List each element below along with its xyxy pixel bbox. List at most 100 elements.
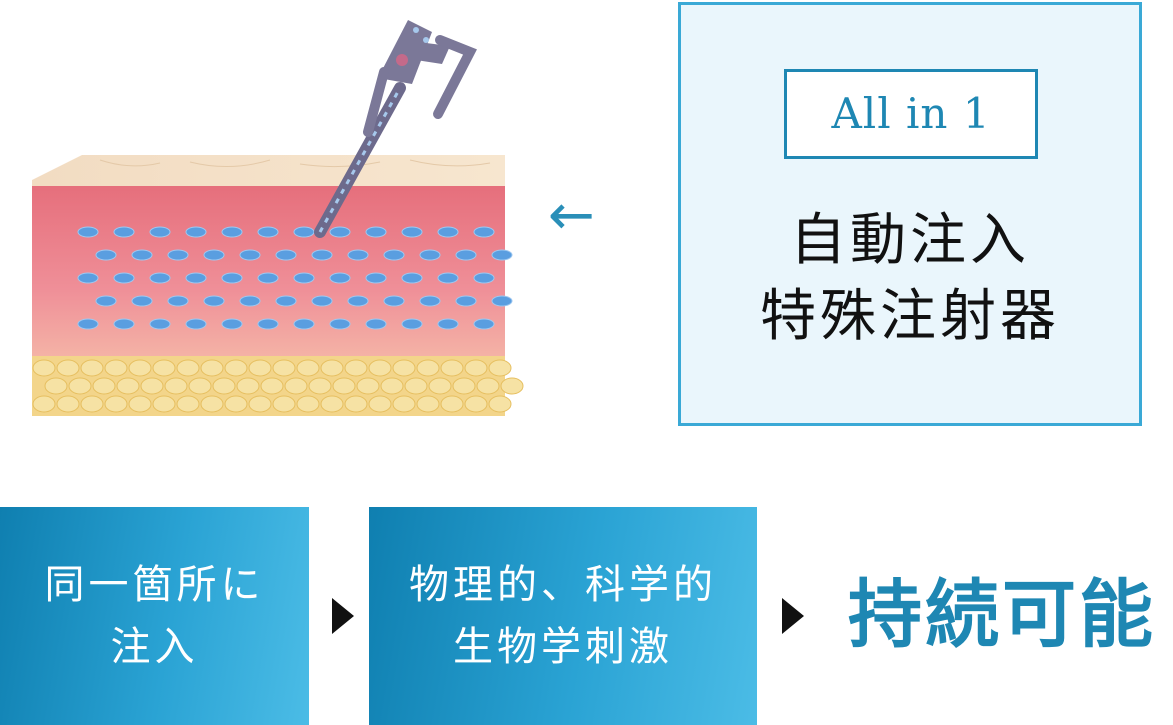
injection-dot [239,295,261,307]
step-line: 同一箇所に [44,562,265,608]
fat-cell [308,377,332,395]
injection-dot [167,295,189,307]
fat-cell [200,359,224,377]
injection-dot [167,249,189,261]
fat-cell [104,395,128,413]
injection-dot [77,272,99,284]
injection-dot [365,272,387,284]
fat-cell [200,395,224,413]
injection-dots [77,226,513,330]
fat-cell [272,395,296,413]
injection-dot [239,249,261,261]
injection-dot [311,295,333,307]
injection-dot [275,249,297,261]
result-text: 持続可能 [848,572,1156,658]
injector-icon [314,20,477,238]
injection-dot [437,272,459,284]
injection-dot [491,249,513,261]
fat-cell [128,359,152,377]
triangle-right-icon [782,598,804,634]
step-stimulation: 物理的、科学的 生物学刺激 [369,507,757,725]
fat-cell [92,377,116,395]
step-line: 物理的、科学的 [409,562,717,608]
fat-cell [104,359,128,377]
injection-dot [311,249,333,261]
fat-cell [176,359,200,377]
fat-cell [392,359,416,377]
fat-cell [428,377,452,395]
panel-title-line2: 特殊注射器 [760,284,1060,349]
injection-dot [419,249,441,261]
step-line: 生物学刺激 [453,624,673,670]
injection-dot [437,226,459,238]
panel-title: 自動注入 特殊注射器 [681,203,1139,355]
fat-cell [284,377,308,395]
injection-dot [95,249,117,261]
injection-dot [401,318,423,330]
injection-dot [383,249,405,261]
fat-cell [416,359,440,377]
injection-dot [473,226,495,238]
injection-dot [473,272,495,284]
injection-dot [131,249,153,261]
injection-dot [455,295,477,307]
injection-dot [113,226,135,238]
fat-cell [224,395,248,413]
injection-dot [329,226,351,238]
injection-dot [437,318,459,330]
injection-dot [113,318,135,330]
all-in-one-panel: All in 1 自動注入 特殊注射器 [678,2,1142,426]
fat-cell [80,359,104,377]
arrow-left-icon: ← [548,183,595,248]
injection-dot [365,318,387,330]
fat-cell [152,395,176,413]
fat-cell [416,395,440,413]
step-same-spot: 同一箇所に 注入 [0,507,309,725]
fat-cell [152,359,176,377]
injection-dot [149,272,171,284]
injection-dot [401,226,423,238]
injection-dot [77,318,99,330]
injection-dot [149,226,171,238]
fat-cell [56,395,80,413]
fat-cell [212,377,236,395]
fat-cell [248,395,272,413]
fat-cell [320,359,344,377]
dermis-layer [32,186,505,358]
fat-cell [332,377,356,395]
injection-dot [401,272,423,284]
injection-dot [329,318,351,330]
injection-dot [293,318,315,330]
all-in-one-tag: All in 1 [784,69,1038,159]
fat-cell [368,395,392,413]
injection-dot [491,295,513,307]
fat-cell [440,359,464,377]
skin-injection-illustration [32,20,524,416]
injection-dot [293,226,315,238]
injection-dot [131,295,153,307]
fat-cell [32,359,56,377]
fat-cell [380,377,404,395]
fat-cell [248,359,272,377]
injection-dot [221,272,243,284]
injection-dot [185,226,207,238]
fat-cell [56,359,80,377]
injection-dot [419,295,441,307]
injection-dot [185,272,207,284]
fat-cell [368,359,392,377]
fat-cell [44,377,68,395]
injection-dot [257,318,279,330]
injection-dot [329,272,351,284]
fat-cell [344,359,368,377]
fat-cell [344,395,368,413]
fat-cell [32,395,56,413]
fat-cell [272,359,296,377]
fat-cell [488,359,512,377]
fat-cell [440,395,464,413]
fat-cell [500,377,524,395]
injection-dot [347,249,369,261]
injection-dot [293,272,315,284]
fat-cell [80,395,104,413]
injection-dot [221,226,243,238]
injection-dot [149,318,171,330]
